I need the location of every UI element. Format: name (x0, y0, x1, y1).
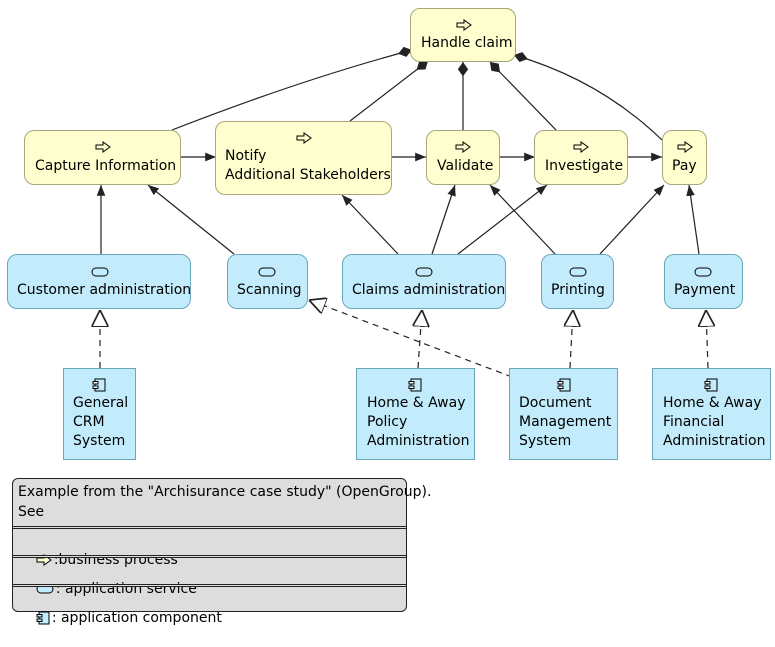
service-pill-icon (415, 267, 433, 277)
process-pay[interactable]: Pay (662, 130, 707, 185)
service-label: Customer administration (17, 282, 192, 298)
serving-edge-claims-investigate (457, 184, 548, 255)
serving-edge-scanning-capture (147, 184, 235, 255)
service-pill-icon (694, 267, 712, 277)
process-investigate[interactable]: Investigate (534, 130, 628, 185)
service-label: Scanning (237, 282, 302, 298)
realization-edge-docmgmt-printing (570, 310, 573, 369)
component-document-management[interactable]: Document Management System (509, 368, 618, 460)
process-label: Notify Additional Stakeholders (225, 148, 391, 183)
serving-edge-printing-validate (489, 184, 556, 255)
arrow-right-icon (573, 141, 589, 153)
realization-edge-docmgmt-scanning (309, 300, 513, 378)
service-label: Claims administration (352, 282, 506, 298)
component-label: General CRM System (73, 395, 129, 449)
process-handle-claim[interactable]: Handle claim (410, 8, 516, 62)
serving-edge-printing-pay (599, 184, 665, 255)
legend-divider (13, 555, 406, 558)
composition-edge-pay (513, 52, 663, 141)
service-pill-icon (569, 267, 587, 277)
serving-edge-claims-validate (431, 184, 456, 255)
legend-intro-line-2: See (18, 504, 45, 520)
arrow-right-icon (455, 141, 471, 153)
service-label: Payment (674, 282, 736, 298)
legend-divider (13, 526, 406, 529)
arrow-right-icon (95, 141, 111, 153)
component-icon (557, 378, 571, 392)
legend-intro-line-1: Example from the "Archisurance case stud… (18, 484, 432, 500)
composition-edge-capture (171, 46, 413, 131)
component-home-away-financial[interactable]: Home & Away Financial Administration (652, 368, 771, 460)
realization-edge-finadmin-payment (706, 310, 708, 369)
service-claims-administration[interactable]: Claims administration (342, 254, 506, 309)
process-label: Capture Information (35, 158, 177, 174)
component-label: Home & Away Financial Administration (663, 395, 766, 449)
composition-edge-notify (349, 60, 429, 122)
service-scanning[interactable]: Scanning (227, 254, 308, 309)
service-printing[interactable]: Printing (541, 254, 614, 309)
legend-application-component-label: : application component (51, 610, 222, 626)
process-validate[interactable]: Validate (426, 130, 500, 185)
service-pill-icon (258, 267, 276, 277)
process-capture-information[interactable]: Capture Information (24, 130, 181, 185)
process-label: Validate (437, 158, 494, 174)
realization-edge-policy-claims (418, 310, 422, 369)
arrow-right-icon (296, 132, 312, 144)
process-label: Handle claim (421, 35, 513, 51)
component-home-away-policy[interactable]: Home & Away Policy Administration (356, 368, 475, 460)
legend-divider (13, 584, 406, 587)
component-icon (36, 611, 50, 625)
process-label: Pay (672, 158, 697, 174)
service-customer-administration[interactable]: Customer administration (7, 254, 191, 309)
composition-edge-investigate (489, 61, 557, 131)
arrow-right-icon (456, 19, 472, 31)
arrow-right-icon (677, 141, 693, 153)
serving-edge-payment-pay (686, 184, 700, 255)
component-general-crm[interactable]: General CRM System (63, 368, 136, 460)
service-pill-icon (91, 267, 109, 277)
component-icon (92, 378, 106, 392)
relationship-edges (0, 46, 775, 378)
service-label: Printing (551, 282, 605, 298)
component-icon (704, 378, 718, 392)
process-notify-stakeholders[interactable]: Notify Additional Stakeholders (215, 121, 392, 195)
legend: Example from the "Archisurance case stud… (12, 478, 431, 626)
serving-edge-claims-notify (341, 194, 399, 255)
service-payment[interactable]: Payment (664, 254, 743, 309)
component-label: Home & Away Policy Administration (367, 395, 470, 449)
component-icon (408, 378, 422, 392)
component-label: Document Management System (519, 395, 612, 449)
legend-row-application-component: : application component (18, 590, 222, 647)
process-label: Investigate (545, 158, 624, 174)
